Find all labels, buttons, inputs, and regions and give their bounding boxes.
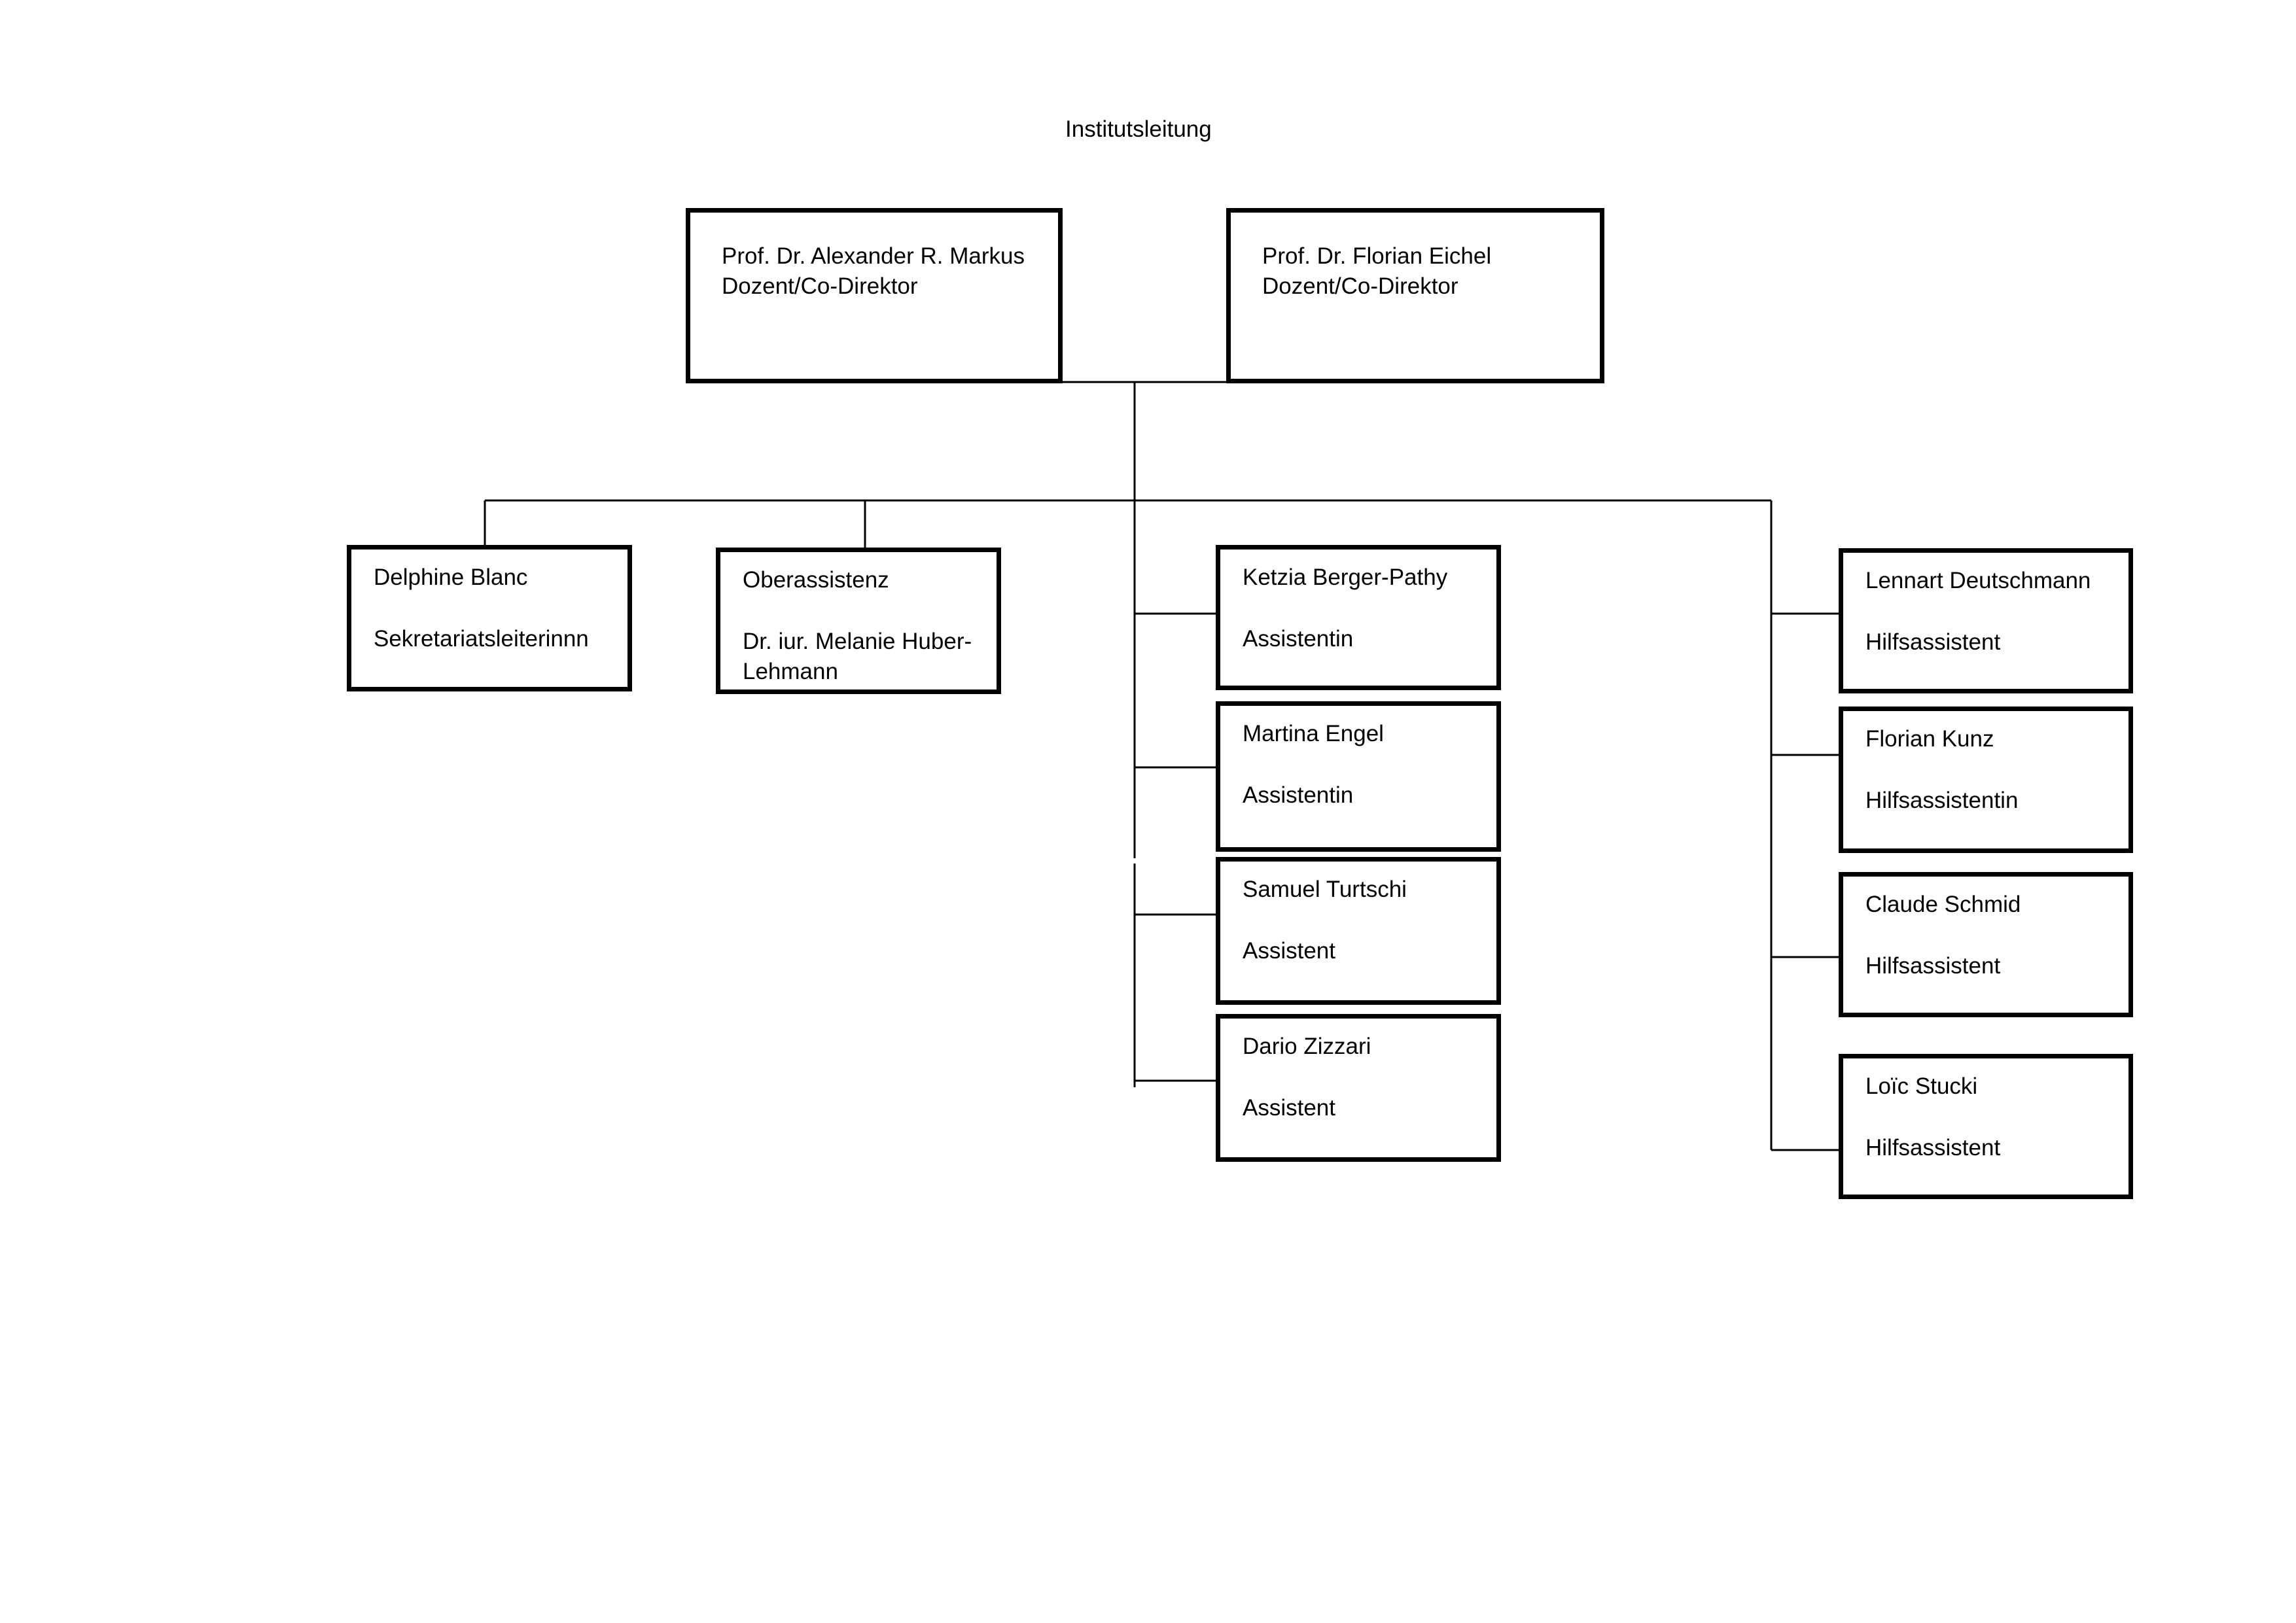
assistant-box-engel: Martina Engel Assistentin	[1216, 701, 1501, 852]
person-role: Hilfsassistent	[1865, 1135, 2001, 1161]
leader-role: Dozent/Co-Direktor	[1262, 273, 1458, 299]
person-role: Assistent	[1243, 938, 1335, 964]
leader-box-eichel: Prof. Dr. Florian Eichel Dozent/Co-Direk…	[1226, 208, 1604, 383]
person-name: Lennart Deutschmann	[1865, 568, 2091, 593]
person-name: Dario Zizzari	[1243, 1034, 1371, 1059]
person-name: Samuel Turtschi	[1243, 877, 1407, 902]
leader-box-markus: Prof. Dr. Alexander R. Markus Dozent/Co-…	[686, 208, 1063, 383]
person-name: Ketzia Berger-Pathy	[1243, 565, 1448, 590]
leader-role: Dozent/Co-Direktor	[722, 273, 918, 299]
person-role: Assistentin	[1243, 782, 1354, 808]
auxiliary-box-kunz: Florian Kunz Hilfsassistentin	[1839, 707, 2133, 853]
chart-title: Institutsleitung	[1065, 116, 1212, 142]
auxiliary-box-stucki: Loïc Stucki Hilfsassistent	[1839, 1054, 2133, 1199]
person-role: Assistentin	[1243, 626, 1354, 652]
person-name: Delphine Blanc	[374, 565, 528, 590]
senior-assistant-box: Oberassistenz Dr. iur. Melanie Huber- Le…	[716, 548, 1001, 694]
person-role: Hilfsassistent	[1865, 953, 2001, 979]
person-name-line2: Lehmann	[743, 659, 838, 684]
person-name-line1: Dr. iur. Melanie Huber-	[743, 629, 972, 654]
person-name: Martina Engel	[1243, 721, 1384, 746]
assistant-box-zizzari: Dario Zizzari Assistent	[1216, 1014, 1501, 1162]
leader-name: Prof. Dr. Florian Eichel	[1262, 243, 1492, 269]
auxiliary-box-schmid: Claude Schmid Hilfsassistent	[1839, 872, 2133, 1017]
person-name: Florian Kunz	[1865, 726, 1994, 752]
assistant-box-berger-pathy: Ketzia Berger-Pathy Assistentin	[1216, 545, 1501, 690]
secretariat-box: Delphine Blanc Sekretariatsleiterinnn	[347, 545, 632, 691]
person-name: Claude Schmid	[1865, 892, 2021, 917]
person-role: Assistent	[1243, 1095, 1335, 1121]
person-role: Hilfsassistentin	[1865, 788, 2019, 813]
person-name: Loïc Stucki	[1865, 1073, 1978, 1099]
leader-name: Prof. Dr. Alexander R. Markus	[722, 243, 1025, 269]
assistant-box-turtschi: Samuel Turtschi Assistent	[1216, 857, 1501, 1005]
unit-heading: Oberassistenz	[743, 567, 889, 593]
person-role: Sekretariatsleiterinnn	[374, 626, 589, 652]
auxiliary-box-deutschmann: Lennart Deutschmann Hilfsassistent	[1839, 548, 2133, 693]
person-role: Hilfsassistent	[1865, 629, 2001, 655]
